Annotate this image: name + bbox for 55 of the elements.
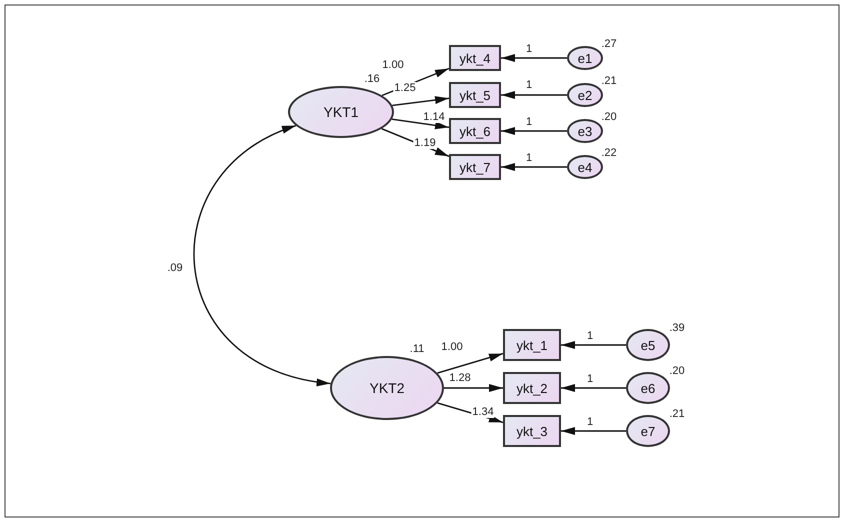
observed-variable-box: ykt_2 bbox=[503, 372, 561, 404]
error-term-circle: e6 bbox=[626, 372, 670, 404]
edge-label: 1.00 bbox=[440, 341, 464, 353]
arrow bbox=[561, 341, 626, 349]
arrow bbox=[392, 96, 450, 106]
error-term-circle: e1 bbox=[567, 46, 603, 70]
error-term-circle: e4 bbox=[567, 155, 603, 179]
variance-label: .20 bbox=[601, 111, 617, 123]
observed-variable-box: ykt_6 bbox=[449, 118, 501, 144]
arrow bbox=[561, 384, 626, 392]
error-term-circle: e3 bbox=[567, 119, 603, 143]
edge-label: 1 bbox=[524, 152, 534, 164]
latent-variable-ellipse: YKT1 bbox=[288, 86, 394, 138]
edge-label: 1 bbox=[586, 373, 594, 385]
arrow bbox=[561, 427, 626, 435]
error-term-circle: e2 bbox=[567, 83, 603, 107]
arrow bbox=[501, 163, 567, 171]
error-term-circle: e7 bbox=[626, 415, 670, 447]
variance-label: .20 bbox=[669, 365, 685, 377]
edge-label: 1.14 bbox=[422, 111, 446, 123]
observed-variable-box: ykt_3 bbox=[503, 415, 561, 447]
variance-label: .22 bbox=[601, 147, 617, 159]
arrow bbox=[444, 384, 503, 392]
covariance-arrow bbox=[194, 125, 331, 385]
arrow bbox=[501, 91, 567, 99]
variance-label: .21 bbox=[669, 408, 685, 420]
arrow bbox=[437, 352, 504, 374]
arrow bbox=[392, 118, 450, 130]
latent-variable-ellipse: YKT2 bbox=[330, 356, 444, 420]
edge-label: 1 bbox=[586, 416, 594, 428]
observed-variable-box: ykt_4 bbox=[449, 45, 501, 71]
observed-variable-box: ykt_1 bbox=[503, 329, 561, 361]
arrow bbox=[437, 402, 504, 424]
edge-label: 1 bbox=[524, 79, 534, 91]
edge-label: 1 bbox=[524, 43, 534, 55]
edge-label: 1.19 bbox=[413, 137, 437, 149]
edge-label: 1.00 bbox=[381, 59, 405, 71]
variance-label: .21 bbox=[601, 75, 617, 87]
arrow bbox=[381, 128, 450, 157]
edge-label: 1 bbox=[524, 116, 534, 128]
observed-variable-box: ykt_7 bbox=[449, 154, 501, 180]
error-term-circle: e5 bbox=[626, 329, 670, 361]
arrow bbox=[501, 54, 567, 62]
variance-label: .11 bbox=[410, 343, 424, 355]
variance-label: .27 bbox=[601, 38, 617, 50]
variance-label: .16 bbox=[364, 73, 380, 85]
edge-label: 1.34 bbox=[471, 406, 495, 418]
arrow bbox=[382, 68, 450, 96]
edge-label: .09 bbox=[166, 262, 184, 274]
edge-label: 1 bbox=[586, 330, 594, 342]
edge-label: 1.28 bbox=[448, 372, 472, 384]
arrow bbox=[501, 127, 567, 135]
variance-label: .39 bbox=[669, 322, 685, 334]
observed-variable-box: ykt_5 bbox=[449, 82, 501, 108]
edge-label: 1.25 bbox=[393, 82, 417, 94]
